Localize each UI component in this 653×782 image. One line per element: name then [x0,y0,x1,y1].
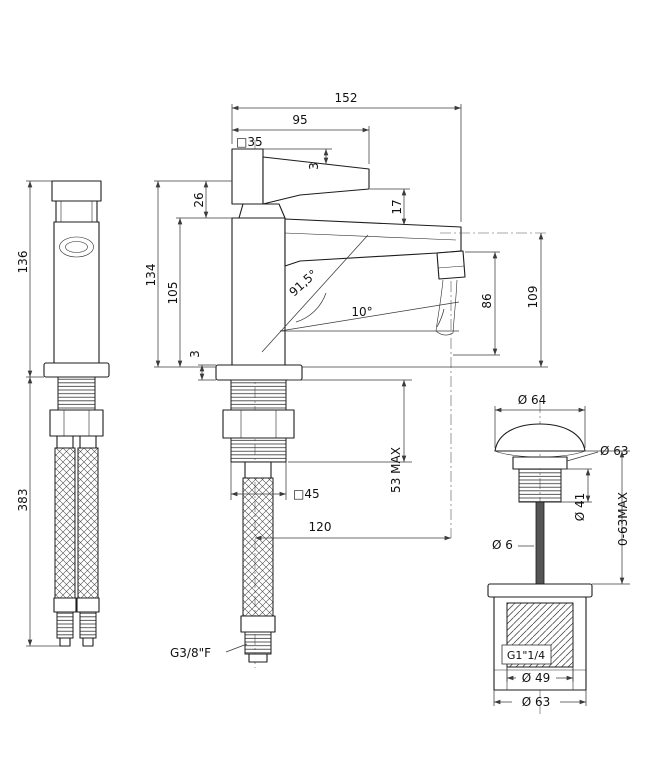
water-stream [435,279,458,336]
dim-86: 86 [453,251,500,356]
dim-136-label: 136 [16,251,30,274]
aerator [436,250,466,280]
dim-120: 120 [255,281,452,541]
faucet-lever [231,148,370,219]
waste-flange [512,456,568,470]
dim-diameter-41: Ø 41 [561,468,592,522]
dim-sq35-label: □35 [236,135,263,149]
dim-diameter-63-bottom: Ø 63 [493,690,587,709]
dim-136: 136 [16,180,52,378]
dim-3-lever-label: 3 [307,162,321,170]
dim-range-label: 0-63MAX [616,492,630,546]
dim-109: 109 [302,232,548,368]
faucet-spout [284,218,462,267]
dim-3-baseplate: 3 [188,350,216,381]
dim-383: 383 [16,377,60,647]
dim-diameter-49: Ø 49 [506,667,574,685]
dim-square-35: □35 [236,135,263,149]
waste-threaded-neck [518,468,562,503]
center-view-faucet [215,140,466,668]
dim-d63-bottom-label: Ø 63 [522,695,551,709]
dim-3-lever: 3 [263,148,332,170]
dim-d6-label: Ø 6 [492,538,513,552]
dim-95: 95 [232,113,370,164]
waste-cap [494,423,586,458]
angle-reference-lines [261,234,460,353]
dim-134-label: 134 [144,264,158,287]
dim-d41-label: Ø 41 [573,493,587,522]
lock-nut-front [49,409,104,437]
dim-105: 105 [166,218,183,367]
dim-86-label: 86 [480,293,494,308]
dim-53-max: 53 MAX [288,379,412,493]
dim-0-63-max: 0-63MAX [585,450,630,585]
dim-53max-label: 53 MAX [389,447,403,493]
dim-383-label: 383 [16,489,30,512]
mounting-base-front [43,362,110,378]
g38-thread-label: G3/8"F [170,646,211,660]
dim-95-label: 95 [292,113,307,127]
dim-square-45: □45 [230,462,320,501]
dim-109-label: 109 [526,286,540,309]
dim-120-label: 120 [309,520,332,534]
dim-d49-label: Ø 49 [522,671,551,685]
dim-diameter-64: Ø 64 [494,393,586,448]
dim-diameter-6: Ø 6 [492,538,534,552]
right-view-popup-waste: G1"1/4 [487,402,593,714]
dim-17: 17 [370,188,410,225]
dim-152-label: 152 [335,91,358,105]
handle-front [51,180,102,223]
dim-g38-thread: G3/8"F [170,643,248,660]
faucet-body [231,217,286,366]
supply-hose [240,461,276,663]
dim-152: 152 [231,91,462,222]
lock-nut [222,409,295,439]
dim-sq45-label: □45 [293,487,320,501]
dim-105-label: 105 [166,282,180,305]
mounting-base [215,364,303,381]
waste-thread-label-box: G1"1/4 [501,644,552,665]
dim-3-baseplate-label: 3 [188,350,202,358]
dim-d64-label: Ø 64 [518,393,547,407]
dim-134: 134 [144,181,216,368]
supply-hoses-front [53,435,100,647]
dim-26-label: 26 [192,192,206,207]
angle-915-label: 91,5° [286,267,320,299]
dim-17-label: 17 [390,199,404,214]
dim-angle-915: 91,5° [286,267,320,299]
angle-10-label: 10° [351,305,372,319]
dim-angle-10: 10° [351,305,372,319]
g114-thread-label: G1"1/4 [507,649,545,662]
body-front [53,221,100,364]
waste-rod [535,501,545,585]
dim-26: 26 [154,180,232,219]
left-view-faucet [43,180,110,647]
